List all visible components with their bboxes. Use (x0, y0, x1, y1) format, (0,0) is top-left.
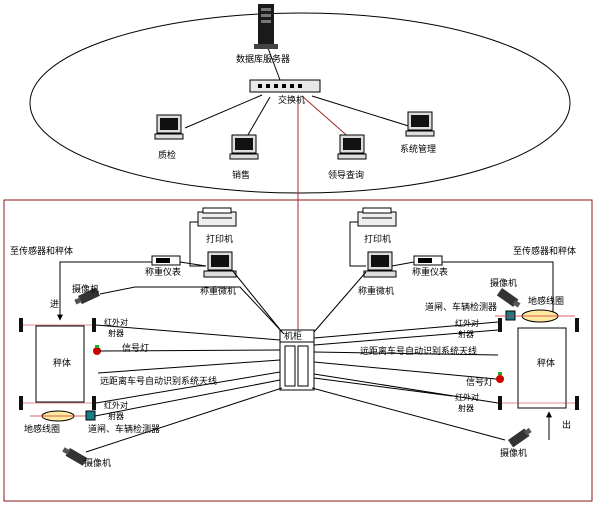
loop-left-label: 地感线圈 (24, 423, 60, 435)
signal-left-icon (93, 347, 101, 355)
network-ellipse (29, 12, 571, 194)
switch-icon (249, 79, 321, 93)
ir-post-left-top (19, 318, 23, 332)
weigh-meter-left-icon (151, 255, 181, 266)
query-label: 领导查询 (328, 169, 364, 181)
ir-post-right-bot (92, 396, 96, 410)
ir-bot-left-1: 红外对 (104, 400, 128, 410)
ir-post-r-right-top (575, 318, 579, 332)
weigh-meter-right-label: 称重仪表 (412, 266, 448, 278)
antenna-right-label: 远距离车号自动识别系统天线 (360, 345, 477, 357)
db-server-label: 数据库服务器 (236, 53, 290, 65)
ir-bot-left-2: 射器 (108, 411, 124, 421)
printer-right-icon (357, 207, 397, 227)
gate-right-icon (505, 310, 516, 321)
camera-br-icon (508, 427, 532, 448)
signal-right-icon (496, 375, 504, 383)
field-frame (3, 199, 593, 502)
scale-left-label: 秤体 (53, 357, 71, 369)
ir-bot-right-2: 射器 (458, 403, 474, 413)
quality-label: 质检 (158, 149, 176, 161)
ir-top-left-2: 射器 (108, 328, 124, 338)
ir-post-left-bot (19, 396, 23, 410)
weigh-meter-left-label: 称重仪表 (145, 266, 181, 278)
scale-right-box (517, 327, 567, 409)
query-pc-icon (337, 134, 367, 160)
ir-bot-right-1: 红外对 (455, 392, 479, 402)
ir-top-right-2: 射器 (458, 329, 474, 339)
scale-left-box (35, 325, 85, 403)
sysadmin-pc-icon (405, 111, 435, 137)
exit-label: 出 (562, 419, 571, 431)
right-cables (311, 271, 506, 441)
sysadmin-label: 系统管理 (400, 143, 436, 155)
left-cables (85, 269, 285, 453)
camera-tr-label: 摄像机 (490, 277, 517, 289)
loop-right-label: 地感线圈 (528, 295, 564, 307)
printer-right-label: 打印机 (364, 233, 391, 245)
camera-br-label: 摄像机 (500, 447, 527, 459)
scale-right-label: 秤体 (537, 357, 555, 369)
gate-left-icon (85, 410, 96, 421)
enter-label: 进 (50, 299, 59, 310)
server-icon (254, 4, 278, 49)
switch-label: 交换机 (278, 94, 305, 106)
printer-left-label: 打印机 (206, 233, 233, 245)
network-links (184, 47, 416, 141)
quality-pc-icon (154, 114, 184, 140)
printer-left-icon (197, 207, 237, 227)
ir-top-left-1: 红外对 (104, 317, 128, 327)
camera-tr-icon (496, 288, 521, 308)
weigh-pc-right-icon (363, 251, 397, 278)
camera-tl-label: 摄像机 (72, 283, 99, 295)
ir-post-r-right-bot (575, 396, 579, 410)
ir-post-r-left-top (498, 318, 502, 332)
weigh-pc-left-icon (203, 251, 237, 278)
weigh-meter-right-icon (413, 255, 443, 266)
sensor-right-label: 至传感器和秤体 (513, 245, 576, 257)
ir-top-right-1: 红外对 (455, 318, 479, 328)
ir-post-right-top (92, 318, 96, 332)
gate-right-label: 道闸、车辆检测器 (425, 301, 497, 313)
cabinet-label: 机柜 (284, 330, 302, 342)
signal-right-label: 信号灯 (466, 376, 493, 388)
camera-bl-icon (62, 447, 88, 466)
sales-pc-icon (229, 134, 259, 160)
sales-label: 销售 (232, 169, 250, 181)
antenna-left-label: 远距离车号自动识别系统天线 (100, 375, 217, 387)
camera-bl-label: 摄像机 (84, 457, 111, 469)
query-link (301, 95, 353, 141)
sensor-left-label: 至传感器和秤体 (10, 245, 73, 257)
weigh-pc-left-label: 称重微机 (200, 285, 236, 297)
signal-left-label: 信号灯 (122, 342, 149, 354)
gate-left-label: 道闸、车辆检测器 (88, 423, 160, 435)
ir-post-r-left-bot (498, 396, 502, 410)
camera-tl-icon (74, 287, 100, 305)
weigh-pc-right-label: 称重微机 (358, 285, 394, 297)
